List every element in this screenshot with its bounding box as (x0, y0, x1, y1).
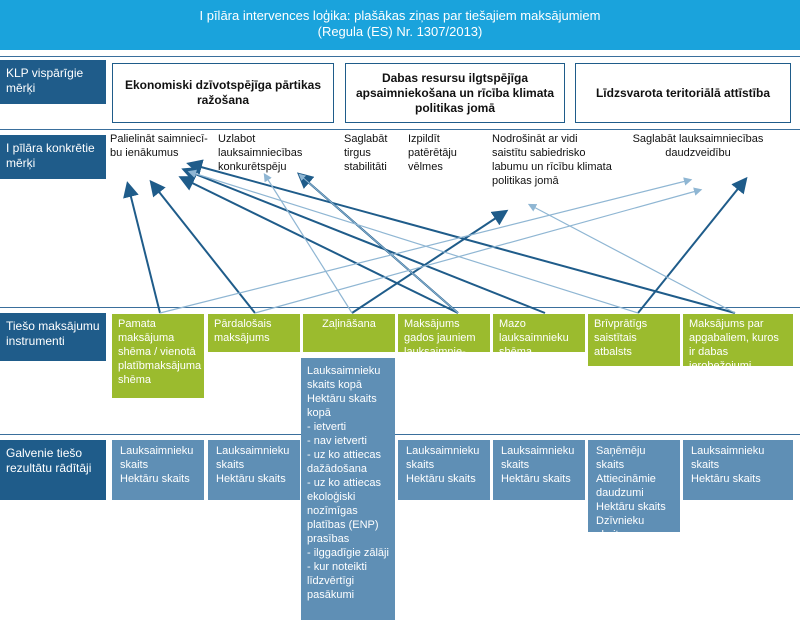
result-natural-constraints: Lauksaimnieku skaits Hektāru skaits (683, 440, 793, 500)
general-objective-nature: Dabas resursu ilgtspējīga apsaimniekošan… (345, 63, 565, 123)
instrument-redistributive: Pārdalošais maksājums (208, 314, 300, 352)
row-label-results: Galvenie tiešo rezultātu rādītāji (0, 440, 106, 500)
instrument-coupled-support: Brīvprātīgs saistītais atbalsts (588, 314, 680, 366)
instrument-small-farmers: Mazo lauksaimnieku shēma (493, 314, 585, 358)
arrow (187, 169, 639, 314)
row-label-specific: I pīlāra konkrētie mērķi (0, 135, 106, 179)
instrument-basic-payment: Pamata maksājuma shēma / vienotā platībm… (112, 314, 204, 398)
separator-line (0, 56, 800, 57)
general-objective-food: Ekonomiski dzīvotspējīga pārtikas ražoša… (112, 63, 334, 123)
arrow (351, 209, 509, 314)
result-young-farmers: Lauksaimnieku skaits Hektāru skaits (398, 440, 490, 500)
arrow (149, 179, 256, 314)
result-basic-payment: Lauksaimnieku skaits Hektāru skaits (112, 440, 204, 500)
arrow (123, 181, 161, 314)
result-coupled-support: Saņēmēju skaits Attiecināmie daudzumi He… (588, 440, 680, 541)
instrument-greening: Zaļināšana (303, 314, 395, 352)
result-greening: Lauksaimnieku skaits kopā Hektāru skaits… (301, 358, 395, 620)
arrow (298, 173, 459, 314)
separator-line (0, 434, 800, 435)
specific-objective-market-stability: Saglabāt tirgus stabilitāti (344, 133, 388, 173)
specific-objective-consumer: Izpildīt patērētāju vēlmes (408, 133, 457, 173)
arrow (181, 166, 546, 314)
specific-objective-competitiveness: Uzlabot lauksaimniecības konkurētspēju (218, 133, 303, 173)
arrow (527, 203, 736, 314)
separator-line (0, 129, 800, 130)
arrow (254, 187, 703, 314)
arrow (263, 172, 353, 314)
result-redistributive: Lauksaimnieku skaits Hektāru skaits (208, 440, 300, 500)
specific-objective-diversity: Saglabāt lauksaimniecības daudzveidību (632, 133, 764, 159)
title-line-1: I pīlāra intervences loģika: plašākas zi… (199, 8, 601, 23)
arrow (637, 176, 748, 314)
row-label-general: KLP vispārīgie mērķi (0, 60, 106, 104)
specific-objective-income: Palielināt saimniecī-bu ienākumus (110, 133, 208, 159)
row-label-instruments: Tiešo maksājumu instrumenti (0, 313, 106, 361)
separator-line (0, 307, 800, 308)
general-objective-territorial: Līdzsvarota teritoriālā attīstība (575, 63, 791, 123)
instrument-natural-constraints: Maksājums par apgabaliem, kuros ir dabas… (683, 314, 793, 372)
title-line-2: (Regula (ES) Nr. 1307/2013) (317, 24, 483, 39)
arrow (186, 159, 736, 314)
specific-objective-environment: Nodrošināt ar vidi saistītu sabiedrisko … (492, 133, 612, 187)
instrument-young-farmers: Maksājums gados jauniem lauksaimnie- (398, 314, 490, 358)
diagram-title: I pīlāra intervences loģika: plašākas zi… (0, 0, 800, 50)
arrow (178, 176, 459, 314)
result-small-farmers: Lauksaimnieku skaits Hektāru skaits (493, 440, 585, 500)
